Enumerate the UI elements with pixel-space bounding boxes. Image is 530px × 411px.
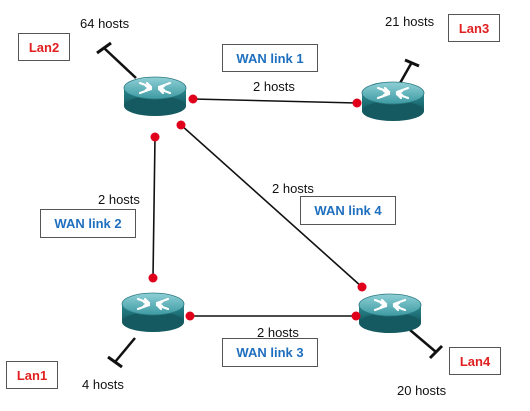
wan-link-1-label: WAN link 1 <box>222 44 318 72</box>
router-bottom-right[interactable] <box>357 292 423 335</box>
lan2-connector <box>103 47 137 79</box>
port-dot <box>188 94 198 104</box>
wan-link-1-hosts: 2 hosts <box>253 79 295 94</box>
lan1-label: Lan1 <box>6 361 58 389</box>
wan-link-3-label: WAN link 3 <box>222 338 318 367</box>
port-dot <box>148 273 158 283</box>
wan-links <box>152 98 363 317</box>
lan2-label: Lan2 <box>18 33 70 61</box>
lan1-hosts: 4 hosts <box>82 377 124 392</box>
lan1-connector <box>114 337 136 363</box>
router-top-right[interactable] <box>360 80 426 123</box>
port-dot <box>357 282 367 292</box>
wan-link-1-line <box>192 98 358 104</box>
wan-link-4-line <box>180 124 363 288</box>
lan3-label: Lan3 <box>448 14 500 42</box>
port-dot <box>352 98 362 108</box>
wan-link-4-hosts: 2 hosts <box>272 181 314 196</box>
wan-link-2-label: WAN link 2 <box>40 209 136 238</box>
router-top-left[interactable] <box>122 75 188 118</box>
wan-link-2-line <box>152 136 156 279</box>
port-dot <box>351 311 361 321</box>
wan-link-4-label: WAN link 4 <box>300 196 396 225</box>
lan4-label: Lan4 <box>449 347 501 375</box>
lan3-hosts: 21 hosts <box>385 14 435 29</box>
lan2-hosts: 64 hosts <box>80 16 130 31</box>
port-dot <box>150 132 160 142</box>
port-dot <box>176 120 186 130</box>
lan4-connector <box>409 329 437 353</box>
lan4-hosts: 20 hosts <box>397 383 447 398</box>
port-dots <box>148 94 367 321</box>
port-dot <box>185 311 195 321</box>
router-bottom-left[interactable] <box>120 291 186 334</box>
wan-link-3-hosts: 2 hosts <box>257 325 299 340</box>
wan-link-2-hosts: 2 hosts <box>98 192 140 207</box>
